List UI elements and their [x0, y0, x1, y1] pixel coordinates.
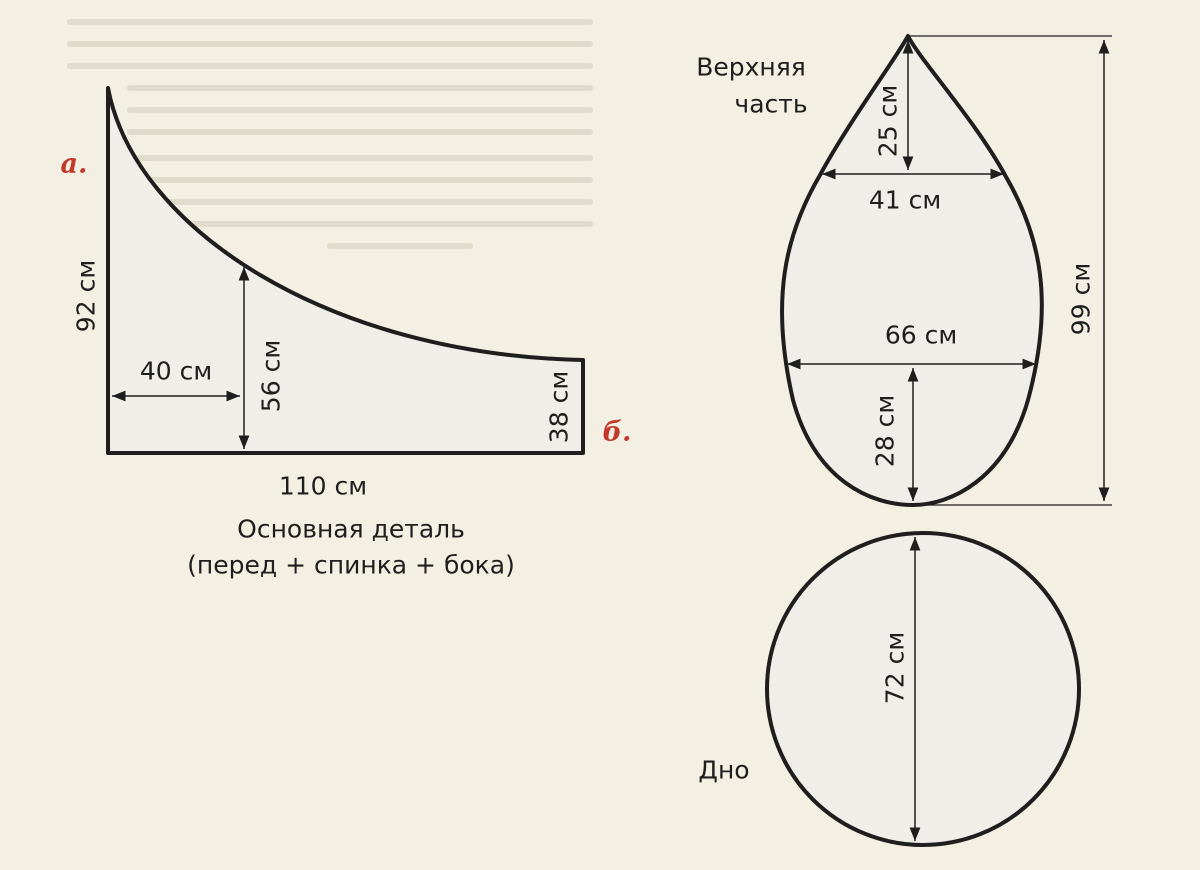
- marker-a: а.: [60, 148, 88, 180]
- main-right-height-label: 38 см: [544, 370, 574, 444]
- top-lower-height-label: 28 см: [870, 394, 900, 468]
- main-height-label: 92 см: [71, 259, 101, 333]
- top-panel-subtitle: часть: [734, 89, 808, 119]
- top-width-label: 66 см: [884, 320, 958, 350]
- main-base-label: 110 см: [278, 471, 368, 501]
- top-tip-height-label: 25 см: [873, 84, 903, 158]
- marker-b: б.: [602, 416, 632, 448]
- faded-background-text: [67, 19, 593, 249]
- top-panel-title: Верхняя: [696, 52, 806, 82]
- main-mid-height-label: 56 см: [256, 339, 286, 413]
- main-width-label: 40 см: [139, 356, 213, 386]
- main-panel-subtitle: (перед + спинка + бока): [187, 550, 515, 580]
- main-panel-shape: [106, 86, 585, 455]
- main-panel-title: Основная деталь: [237, 514, 465, 544]
- top-upper-width-label: 41 см: [868, 185, 942, 215]
- top-panel-shape: [780, 34, 1044, 507]
- bottom-diameter-label: 72 см: [880, 631, 910, 705]
- bottom-panel-shape: [765, 531, 1081, 847]
- top-total-height-label: 99 см: [1066, 262, 1096, 336]
- bottom-panel-title: Дно: [698, 755, 750, 785]
